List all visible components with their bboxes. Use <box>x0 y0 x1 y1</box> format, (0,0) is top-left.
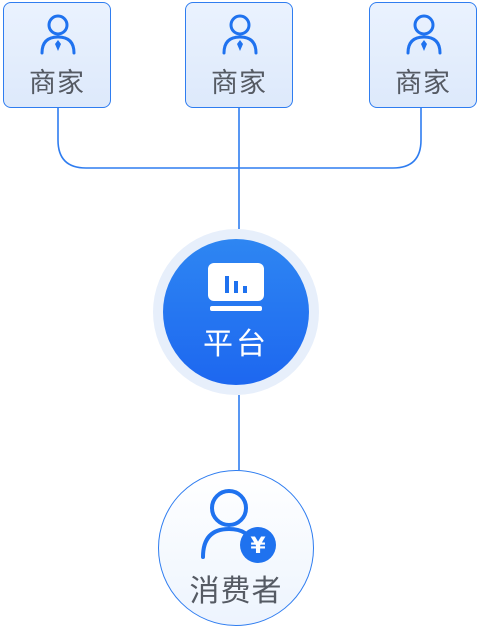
merchant-left-connector <box>57 108 239 169</box>
merchant-node: 商家 <box>3 2 111 108</box>
merchant-label: 商家 <box>211 68 267 99</box>
merchant-person-icon <box>222 14 258 55</box>
merchant-right-connector <box>239 108 422 169</box>
merchant-label: 商家 <box>395 68 451 99</box>
consumer-node: ¥ 消费者 <box>158 470 314 626</box>
consumer-label: 消费者 <box>189 574 283 609</box>
dashboard-chart-icon <box>208 263 264 311</box>
yen-badge-symbol: ¥ <box>250 534 266 559</box>
merchant-label: 商家 <box>29 68 85 99</box>
merchant-node: 商家 <box>369 2 477 108</box>
merchant-person-icon <box>406 14 442 55</box>
merchant-person-icon <box>40 14 76 55</box>
platform-label: 平台 <box>203 327 269 362</box>
consumer-yen-icon: ¥ <box>201 489 276 563</box>
merchant-node: 商家 <box>185 2 293 108</box>
platform-node: 平台 <box>163 239 309 385</box>
